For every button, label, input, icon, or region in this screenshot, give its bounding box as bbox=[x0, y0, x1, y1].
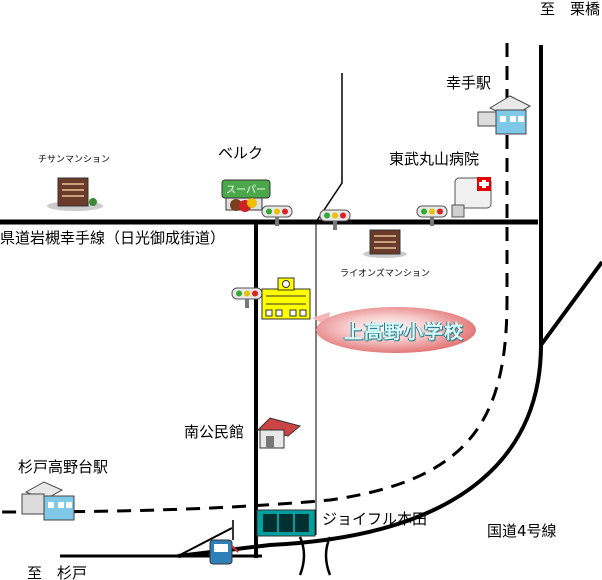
chisan-mansion-icon bbox=[47, 177, 103, 211]
school-icon bbox=[261, 277, 311, 320]
hospital-icon bbox=[451, 177, 492, 218]
joyful-honda-icon bbox=[256, 509, 316, 537]
lions-mansion-label: ライオンズマンション bbox=[340, 269, 430, 279]
beruku-label: ベルク bbox=[218, 144, 264, 162]
to-kurihashi-label: 至 栗橋 bbox=[540, 0, 601, 18]
to-sugito-label: 至 杉戸 bbox=[27, 564, 88, 580]
hospital-label: 東武丸山病院 bbox=[389, 150, 480, 168]
prefectural-road-label: 県道岩槻幸手線（日光御成街道） bbox=[0, 229, 226, 247]
school-label: 上高野小学校 bbox=[344, 321, 465, 343]
community-hall-icon bbox=[256, 417, 302, 449]
satte-station-icon bbox=[477, 95, 532, 135]
railway-line bbox=[0, 43, 509, 514]
satte-station-label: 幸手駅 bbox=[446, 74, 492, 92]
route4-branch bbox=[539, 260, 602, 347]
overpass-mark bbox=[298, 536, 332, 576]
supermarket-sign: スーパー bbox=[226, 184, 266, 196]
supermarket-icon: スーパー bbox=[221, 179, 271, 212]
sugito-takanodai-station-label: 杉戸高野台駅 bbox=[18, 458, 109, 476]
community-hall-label: 南公民館 bbox=[184, 423, 245, 441]
lions-mansion-icon bbox=[363, 229, 407, 258]
north-thin-road bbox=[315, 73, 343, 223]
joyful-honda-label: ジョイフル本田 bbox=[322, 510, 428, 528]
chisan-mansion-label: チサンマンション bbox=[38, 155, 111, 165]
traffic-signal-icon bbox=[319, 209, 351, 231]
school-label-bubble bbox=[312, 307, 476, 353]
route4-label: 国道4号線 bbox=[487, 522, 557, 540]
sugito-takanodai-station-icon bbox=[21, 481, 75, 521]
sugito-road-link bbox=[177, 527, 233, 557]
gas-station-icon bbox=[209, 520, 239, 565]
